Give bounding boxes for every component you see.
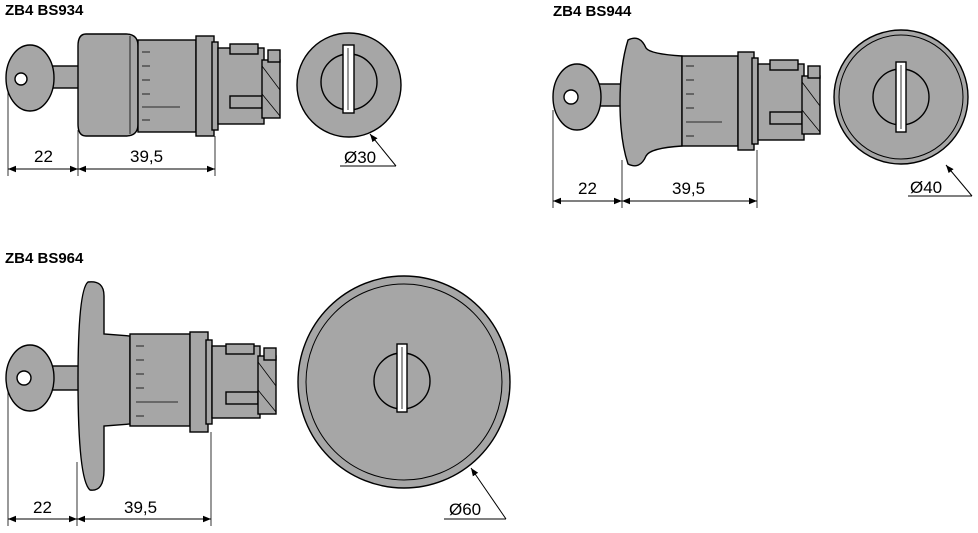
bs964-diameter: Ø60	[449, 500, 481, 519]
bs934-side-view	[5, 33, 281, 137]
key-icon	[552, 63, 626, 131]
title-bs964: ZB4 BS964	[5, 250, 84, 267]
key-icon	[5, 344, 83, 412]
bs964-dim-key: 22	[33, 498, 52, 517]
bs934-dim-key: 22	[34, 147, 53, 166]
bs944-front-view: Ø40	[833, 29, 973, 197]
title-bs944: ZB4 BS944	[553, 3, 632, 20]
bs934-dimensions: 22 39,5	[7, 92, 216, 176]
bs944-dim-key: 22	[578, 179, 597, 198]
bs964-front-view: Ø60	[297, 275, 511, 520]
bs934-dim-body: 39,5	[130, 147, 163, 166]
bs944-dim-body: 39,5	[672, 179, 705, 198]
bs964-dimensions: 22 39,5	[7, 392, 212, 526]
bs934-diameter: Ø30	[344, 148, 376, 167]
bs944-dimensions: 22 39,5	[552, 110, 758, 208]
bs944-side-view	[552, 37, 821, 167]
bs934-front-view: Ø30	[296, 32, 402, 167]
title-bs934: ZB4 BS934	[5, 2, 84, 19]
key-icon	[5, 44, 83, 112]
bs964-side-view	[5, 281, 277, 491]
bs944-diameter: Ø40	[910, 178, 942, 197]
bs964-dim-body: 39,5	[124, 498, 157, 517]
